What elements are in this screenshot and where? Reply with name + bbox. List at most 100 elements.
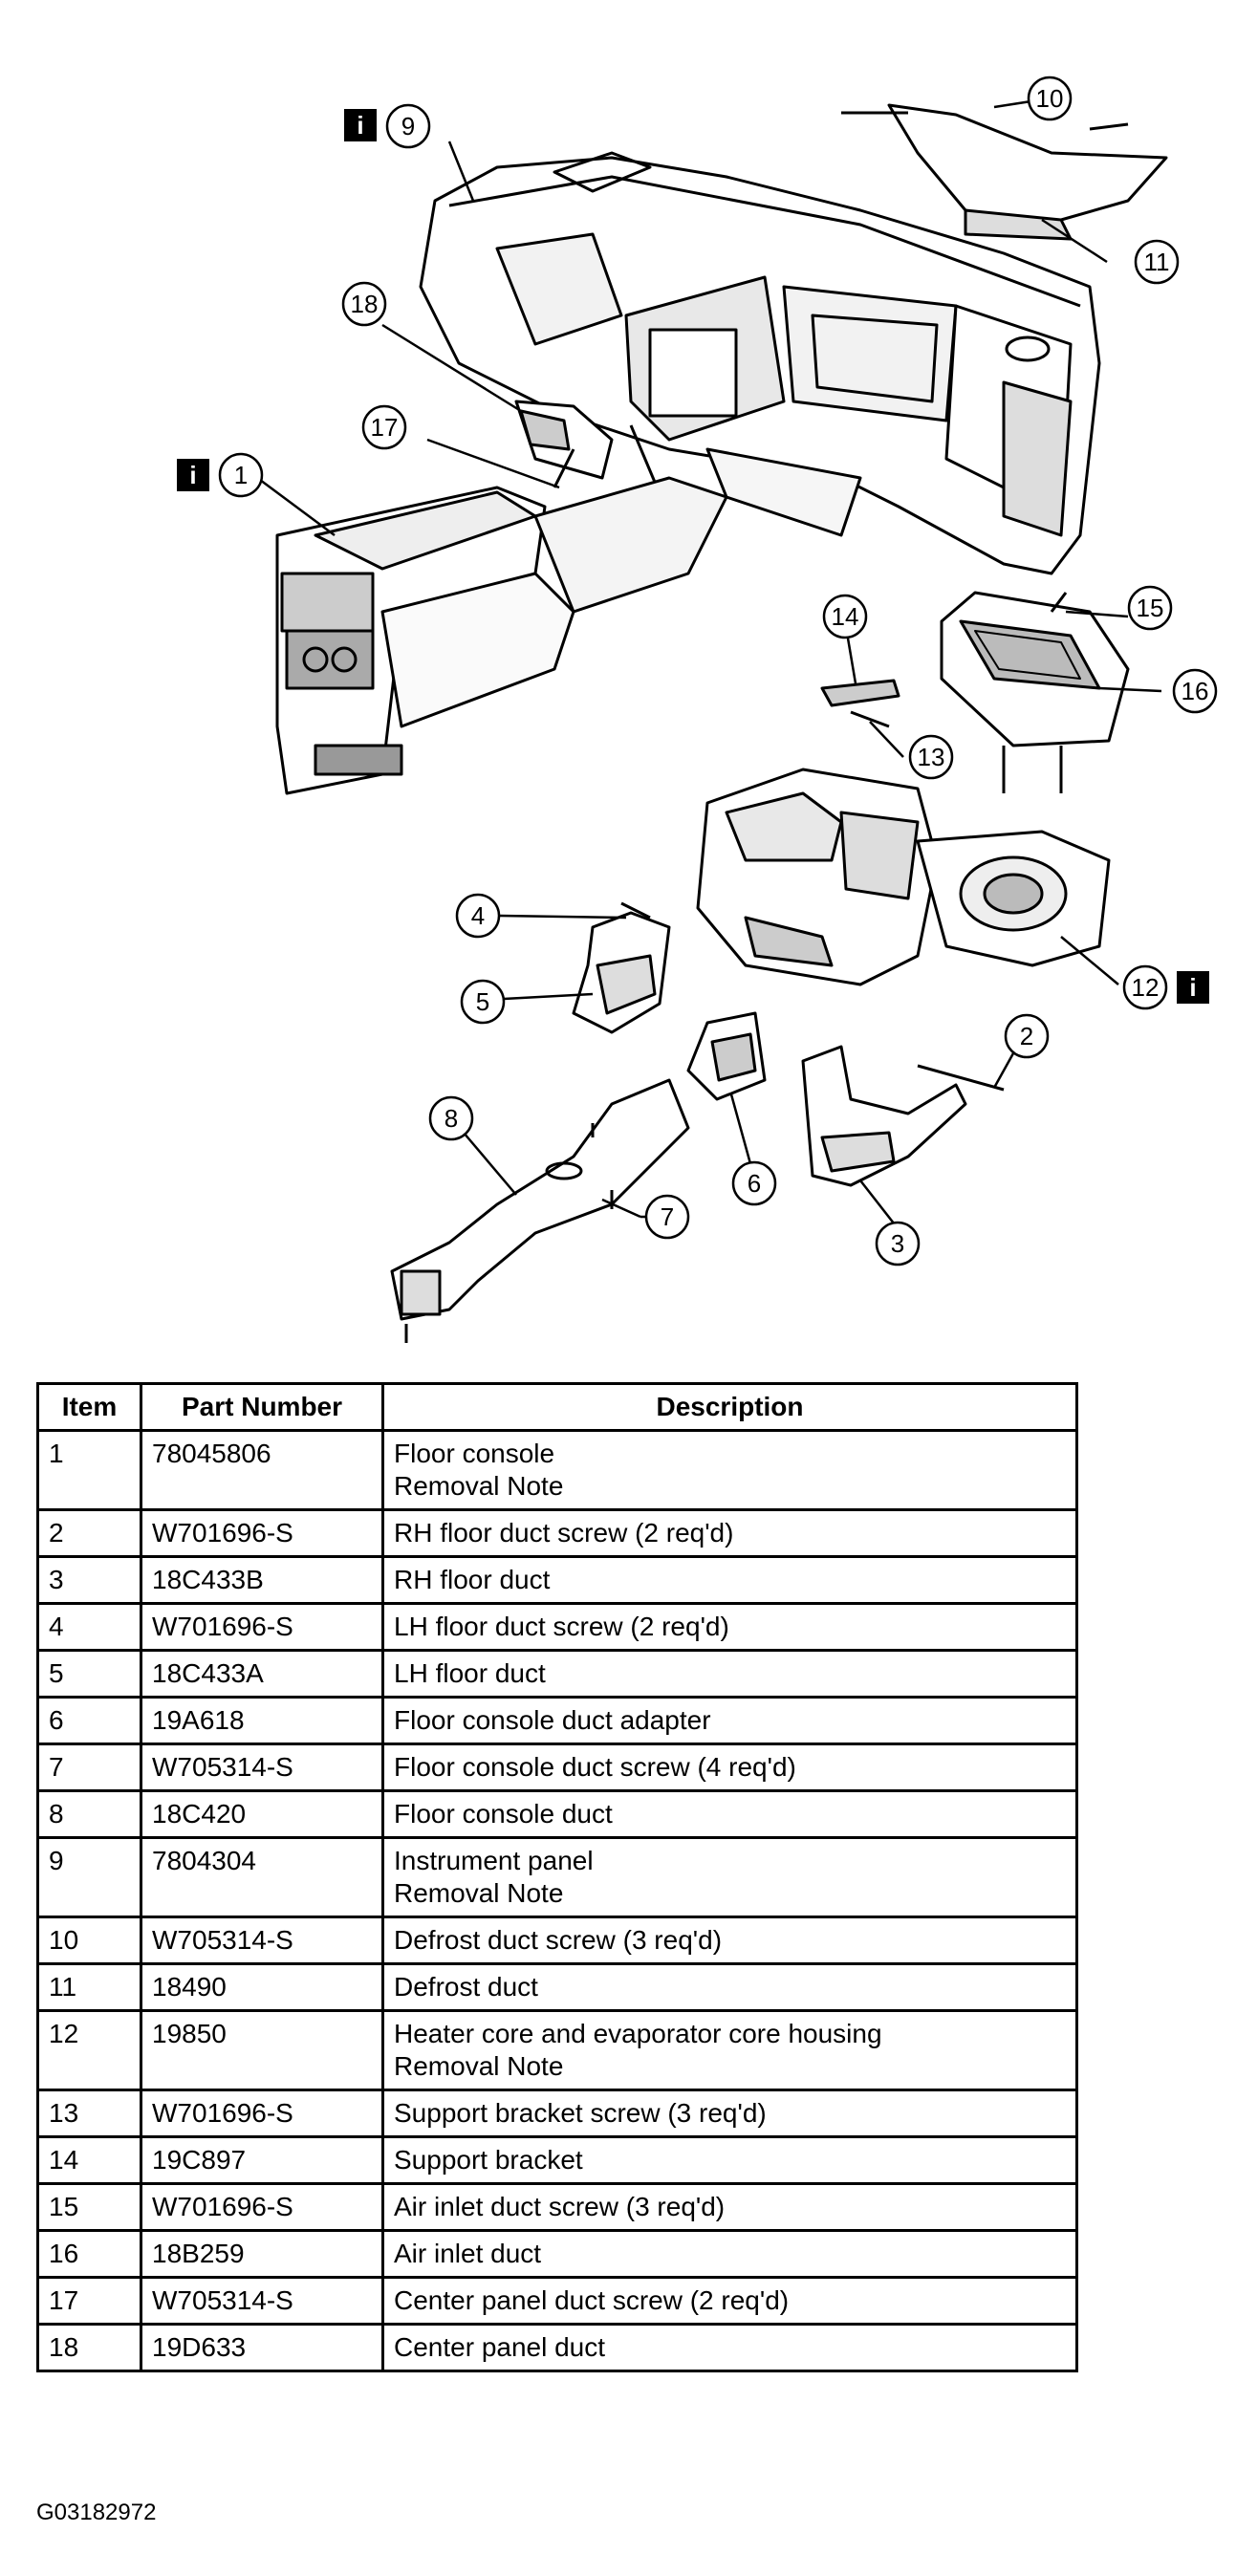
header-item: Item xyxy=(36,1382,142,1432)
cell-description: Floor console duct screw (4 req'd) xyxy=(381,1743,1078,1792)
callout-13 xyxy=(908,734,954,780)
callout-label-4: 4 xyxy=(471,901,485,930)
cell-description: LH floor duct xyxy=(381,1649,1078,1699)
cell-part-number: 19C897 xyxy=(140,2135,384,2185)
figure-id: G03182972 xyxy=(36,2500,157,2525)
description-text: LH floor duct xyxy=(394,1658,546,1688)
callout-5 xyxy=(460,979,506,1025)
callout-9 xyxy=(385,103,431,149)
cell-part-number: 19A618 xyxy=(140,1696,384,1745)
cell-part-number: 19850 xyxy=(140,2009,384,2091)
cell-item: 18 xyxy=(36,2323,142,2372)
info-icon-12 xyxy=(1177,971,1209,1004)
callout-2 xyxy=(1004,1013,1050,1059)
callout-16 xyxy=(1172,668,1218,714)
info-icon-9-glyph: i xyxy=(357,111,363,140)
cell-part-number: W705314-S xyxy=(140,2276,384,2326)
callout-label-9: 9 xyxy=(401,112,415,141)
callout-1 xyxy=(218,452,264,498)
cell-part-number: W701696-S xyxy=(140,2089,384,2138)
callout-11 xyxy=(1134,239,1180,285)
info-icon-1-glyph: i xyxy=(189,461,196,489)
rh-floor-duct-drawing xyxy=(801,1045,1005,1187)
callout-label-6: 6 xyxy=(748,1169,761,1198)
description-text: Instrument panel xyxy=(394,1846,594,1875)
removal-note: Removal Note xyxy=(394,1471,564,1501)
cell-part-number: 18490 xyxy=(140,1962,384,2012)
defrost-duct-drawing xyxy=(841,103,1168,241)
cell-description: Support bracket screw (3 req'd) xyxy=(381,2089,1078,2138)
header-part-number: Part Number xyxy=(140,1382,384,1432)
cell-part-number: W701696-S xyxy=(140,1602,384,1652)
cell-description: Air inlet duct xyxy=(381,2229,1078,2279)
cell-item: 13 xyxy=(36,2089,142,2138)
description-text: Floor console duct screw (4 req'd) xyxy=(394,1752,796,1782)
lh-floor-duct-drawing xyxy=(572,901,671,1034)
callout-label-15: 15 xyxy=(1137,594,1164,622)
removal-note: Removal Note xyxy=(394,2051,564,2081)
callout-label-3: 3 xyxy=(891,1229,904,1258)
cell-item: 15 xyxy=(36,2182,142,2232)
callout-15 xyxy=(1127,585,1173,631)
cell-description: Air inlet duct screw (3 req'd) xyxy=(381,2182,1078,2232)
callout-label-5: 5 xyxy=(476,987,489,1016)
description-text: Center panel duct screw (2 req'd) xyxy=(394,2285,790,2315)
cell-description: Center panel duct xyxy=(381,2323,1078,2372)
cell-description: Defrost duct xyxy=(381,1962,1078,2012)
description-text: Heater core and evaporator core housing xyxy=(394,2019,882,2048)
callout-label-11: 11 xyxy=(1144,248,1170,276)
cell-item: 16 xyxy=(36,2229,142,2279)
cell-part-number: W705314-S xyxy=(140,1743,384,1792)
info-icon-12-glyph: i xyxy=(1189,973,1196,1002)
cell-part-number: 19D633 xyxy=(140,2323,384,2372)
callout-6 xyxy=(731,1160,777,1206)
cell-part-number: 18C433A xyxy=(140,1649,384,1699)
description-text: Center panel duct xyxy=(394,2332,606,2362)
cell-part-number: W701696-S xyxy=(140,1508,384,1558)
cell-item: 8 xyxy=(36,1789,142,1839)
support-bracket-drawing xyxy=(820,679,900,728)
description-text: Floor console duct adapter xyxy=(394,1705,711,1735)
cell-part-number: 18C420 xyxy=(140,1789,384,1839)
callout-label-17: 17 xyxy=(371,413,399,442)
description-text: Floor console duct xyxy=(394,1799,613,1829)
cell-description: LH floor duct screw (2 req'd) xyxy=(381,1602,1078,1652)
description-text: Floor console xyxy=(394,1439,555,1468)
callout-14 xyxy=(822,594,868,639)
cell-description: RH floor duct xyxy=(381,1555,1078,1605)
callout-label-14: 14 xyxy=(832,602,859,631)
description-text: RH floor duct screw (2 req'd) xyxy=(394,1518,734,1548)
cell-description: Center panel duct screw (2 req'd) xyxy=(381,2276,1078,2326)
floor-console-drawing xyxy=(275,476,728,795)
callout-label-8: 8 xyxy=(445,1104,458,1133)
info-icon-1 xyxy=(177,459,209,491)
callout-10 xyxy=(1027,76,1073,121)
callout-label-1: 1 xyxy=(234,461,248,489)
callout-label-2: 2 xyxy=(1020,1022,1033,1050)
callout-label-7: 7 xyxy=(661,1202,674,1231)
description-text: RH floor duct xyxy=(394,1565,551,1594)
table-header-row: Item Part Number Description xyxy=(36,1382,1078,1432)
cell-item: 1 xyxy=(36,1429,142,1511)
header-description: Description xyxy=(381,1382,1078,1432)
callout-label-13: 13 xyxy=(918,743,945,771)
cell-item: 10 xyxy=(36,1916,142,1965)
callout-18 xyxy=(341,281,387,327)
cell-part-number: 78045806 xyxy=(140,1429,384,1511)
callout-circles xyxy=(218,76,1218,1266)
callout-numbers: 1 2 3 4 5 6 7 8 9 10 11 12 13 14 15 16 1… xyxy=(234,84,1209,1258)
cell-item: 4 xyxy=(36,1602,142,1652)
